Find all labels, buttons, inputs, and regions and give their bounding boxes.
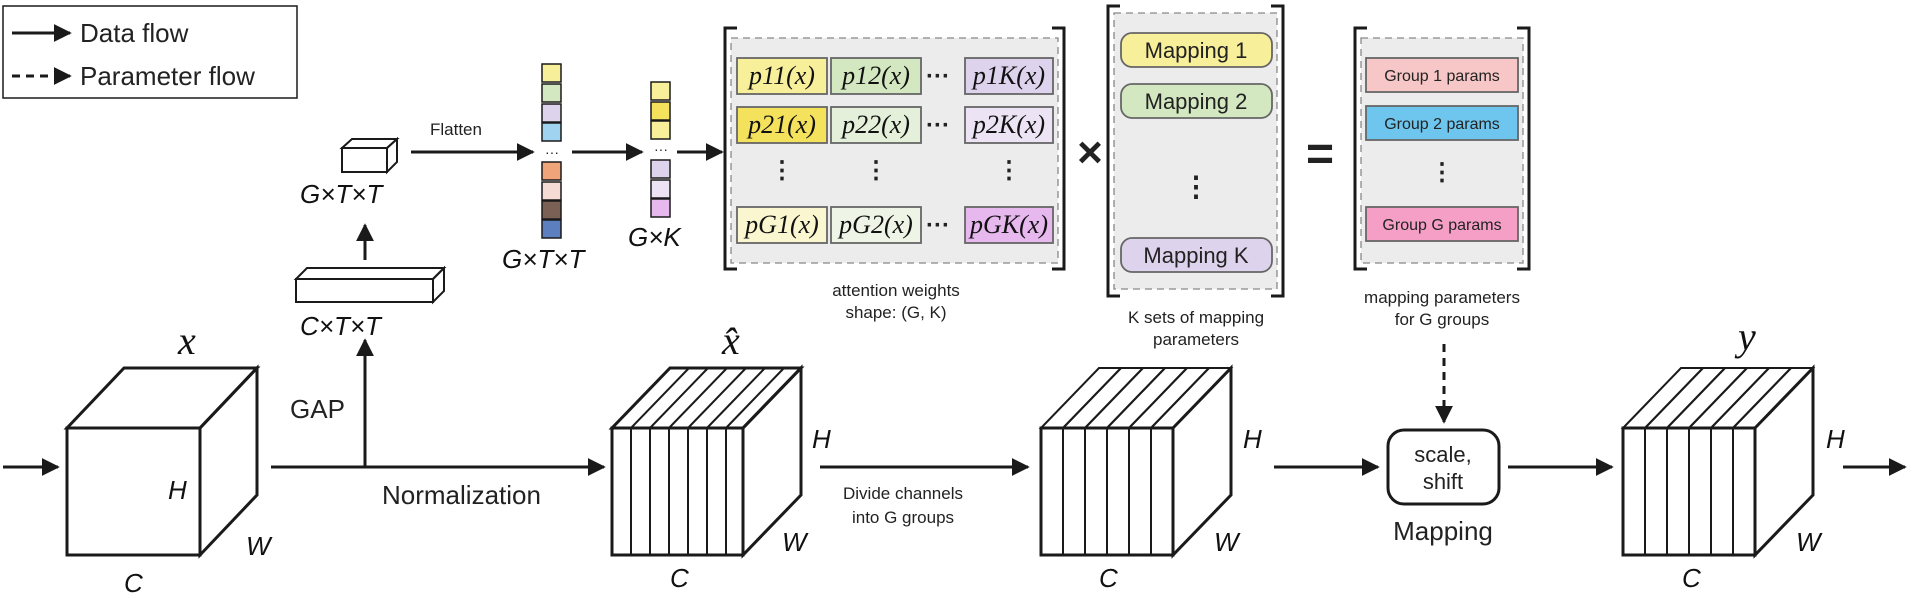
attn-cell [964,57,1054,95]
gtt-vec-label: G×T×T [502,244,586,274]
dim-c: C [1099,563,1118,593]
x-hat-label: x̂ [721,318,740,363]
gk-vector: ··· G×K [628,81,682,252]
svg-text:···: ··· [926,212,950,239]
group-param-box [1365,105,1519,141]
mappings-stack: Mapping 1 Mapping 2 ⋮ Mapping K K sets o… [1106,4,1285,349]
dim-h: H [1243,424,1262,454]
dim-c: C [124,568,143,596]
attn-cell [830,106,922,144]
normalization-label: Normalization [382,480,541,510]
attn-caption-2: shape: (G, K) [845,303,946,322]
svg-text:···: ··· [654,141,668,157]
ctt-slab: C×T×T [293,265,447,341]
output-cube: y H W C [1620,314,1845,593]
legend-box [2,5,298,99]
vdots: ⋮ [1430,159,1454,186]
attn-cell-text: p22(x) [840,110,910,139]
grouped-cube: H W C [1038,364,1262,593]
dim-c: C [1682,563,1701,593]
gtt-box-label: G×T×T [300,179,384,209]
svg-text:···: ··· [926,112,950,139]
dim-w: W [782,527,809,557]
vdots: ⋮ [1182,171,1210,202]
ctt-label: C×T×T [300,311,383,341]
dim-w: W [1214,527,1241,557]
mapping-label: Mapping K [1143,243,1249,268]
attn-cell-text: p21(x) [746,110,816,139]
flattened-vector: ··· G×T×T [502,63,586,274]
group-params: Group 1 params Group 2 params ⋮ Group G … [1353,26,1531,329]
attn-cell-text: p12(x) [840,61,910,90]
attn-cell [736,106,828,144]
y-label: y [1734,314,1756,359]
attn-cell [736,57,828,95]
mapping-block [1120,237,1273,273]
dim-w: W [246,531,273,561]
attn-cell-text: pG2(x) [837,210,913,239]
normalized-cube: x̂ H W C [608,318,831,593]
attention-matrix: p11(x) p12(x) ··· p1K(x) p21(x) p22(x) ·… [723,26,1066,322]
dim-w: W [1796,527,1823,557]
attn-cell [830,206,922,244]
svg-text:···: ··· [545,144,559,160]
svg-text:···: ··· [926,63,950,90]
gtt-box: G×T×T [300,136,400,209]
attn-caption-1: attention weights [832,281,960,300]
mapping-op: scale, shift Mapping [1386,428,1501,546]
attn-cell-text: p11(x) [747,61,815,90]
group-param-label: Group 2 params [1384,116,1500,133]
mapping-block [1120,83,1273,119]
attn-cell [964,106,1054,144]
vdots: ⋮ [997,157,1021,184]
mapping-label: Mapping 2 [1145,89,1248,114]
legend-param-flow: Parameter flow [80,61,255,91]
divide-label-1: Divide channels [843,484,963,503]
legend-data-flow: Data flow [80,18,189,48]
mapparams-caption-2: for G groups [1395,310,1490,329]
attn-cell-text: p2K(x) [971,110,1045,139]
dim-c: C [670,563,689,593]
mapping-op-label: Mapping [1393,516,1493,546]
attn-cell-text: pG1(x) [743,210,819,239]
group-param-box [1365,206,1519,242]
scale-shift-2: shift [1423,469,1463,494]
equals-sign: = [1306,128,1334,181]
scale-shift-1: scale, [1414,442,1471,467]
attn-cell-text: p1K(x) [971,61,1045,90]
attn-cell [830,57,922,95]
attn-cell [964,206,1054,244]
legend: Data flow Parameter flow [2,5,298,99]
divide-label-2: into G groups [852,508,954,527]
vdots: ⋮ [864,157,888,184]
x-label: x [177,318,196,363]
dim-h: H [1826,424,1845,454]
flatten-label: Flatten [430,120,482,139]
attn-cell [736,206,828,244]
group-param-box [1365,57,1519,93]
ksets-caption-2: parameters [1153,330,1239,349]
group-param-label: Group 1 params [1384,68,1500,85]
attn-cell-text: pGK(x) [968,210,1048,239]
mapping-label: Mapping 1 [1145,38,1248,63]
mapparams-caption-1: mapping parameters [1364,288,1520,307]
times-sign: × [1077,128,1103,177]
group-param-label: Group G params [1382,217,1501,234]
mapping-block [1120,32,1273,68]
dim-h: H [168,475,187,505]
gap-label: GAP [290,394,345,424]
gk-label: G×K [628,222,682,252]
input-cube: x H W C [3,318,273,596]
vdots: ⋮ [770,157,794,184]
ksets-caption-1: K sets of mapping [1128,308,1264,327]
dim-h: H [812,424,831,454]
